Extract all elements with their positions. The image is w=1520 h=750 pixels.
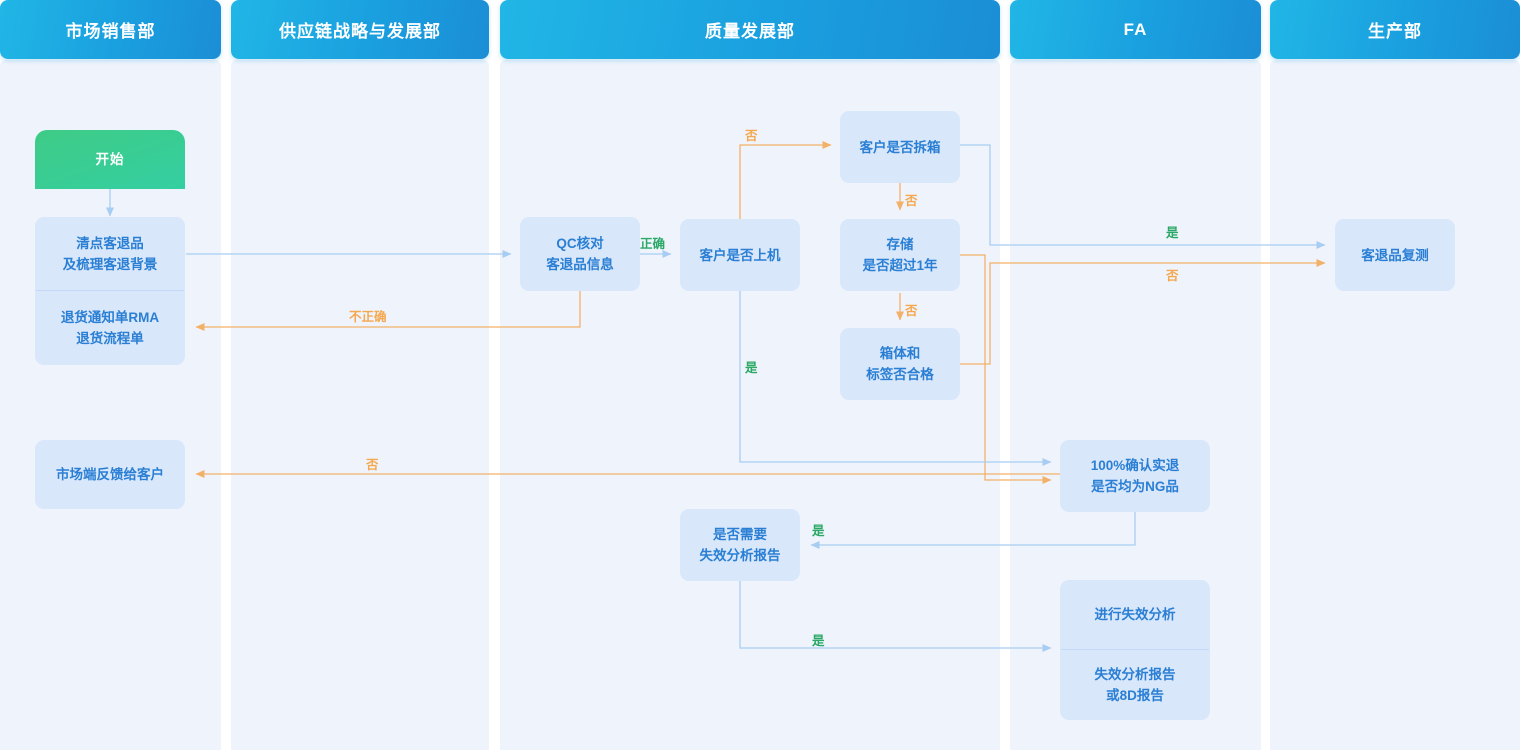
lane-header-supply[interactable]: 供应链战略与发展部 <box>231 0 489 59</box>
node-customer-unboxed[interactable]: 客户是否拆箱 <box>840 111 960 183</box>
edge-label-no-storage: 否 <box>905 194 918 208</box>
node-customer-powered-on[interactable]: 客户是否上机 <box>680 219 800 291</box>
edge-label-no-retest: 否 <box>1166 269 1179 283</box>
stack-divider <box>36 290 184 291</box>
node-box-label-ok[interactable]: 箱体和标签否合格 <box>840 328 960 400</box>
node-storage-over-1y[interactable]: 存储是否超过1年 <box>840 219 960 291</box>
lane-header-quality[interactable]: 质量发展部 <box>500 0 1000 59</box>
node-retest[interactable]: 客退品复测 <box>1335 219 1455 291</box>
edge-label-no-boxlabel: 否 <box>905 304 918 318</box>
edge-label-yes-do-fa: 是 <box>812 634 825 648</box>
node-market-feedback[interactable]: 市场端反馈给客户 <box>35 440 185 509</box>
lane-body-supply <box>231 60 489 750</box>
lane-header-production[interactable]: 生产部 <box>1270 0 1520 59</box>
node-start[interactable]: 开始 <box>35 130 185 189</box>
node-fa-report[interactable]: 失效分析报告或8D报告 <box>1094 667 1176 703</box>
edge-label-no-unbox: 否 <box>745 129 758 143</box>
stack-divider <box>1061 649 1209 650</box>
edge-label-yes-poweron: 是 <box>745 361 758 375</box>
node-confirm-all-ng[interactable]: 100%确认实退是否均为NG品 <box>1060 440 1210 512</box>
lane-header-fa[interactable]: FA <box>1010 0 1261 59</box>
node-need-fa-report[interactable]: 是否需要失效分析报告 <box>680 509 800 581</box>
edge-label-yes-retest: 是 <box>1166 226 1179 240</box>
edge-label-yes-need-fa: 是 <box>812 524 825 538</box>
lane-header-marketing[interactable]: 市场销售部 <box>0 0 221 59</box>
node-qc-check[interactable]: QC核对客退品信息 <box>520 217 640 291</box>
node-group-failure-analysis: 进行失效分析 失效分析报告或8D报告 <box>1060 580 1210 720</box>
lane-body-production <box>1270 60 1520 750</box>
node-count-returns[interactable]: 清点客退品及梳理客退背景 <box>62 235 158 272</box>
node-do-fa[interactable]: 进行失效分析 <box>1094 607 1176 622</box>
edge-label-no-market: 否 <box>366 458 379 472</box>
edge-label-correct: 正确 <box>640 237 666 251</box>
edge-label-incorrect: 不正确 <box>349 310 387 324</box>
